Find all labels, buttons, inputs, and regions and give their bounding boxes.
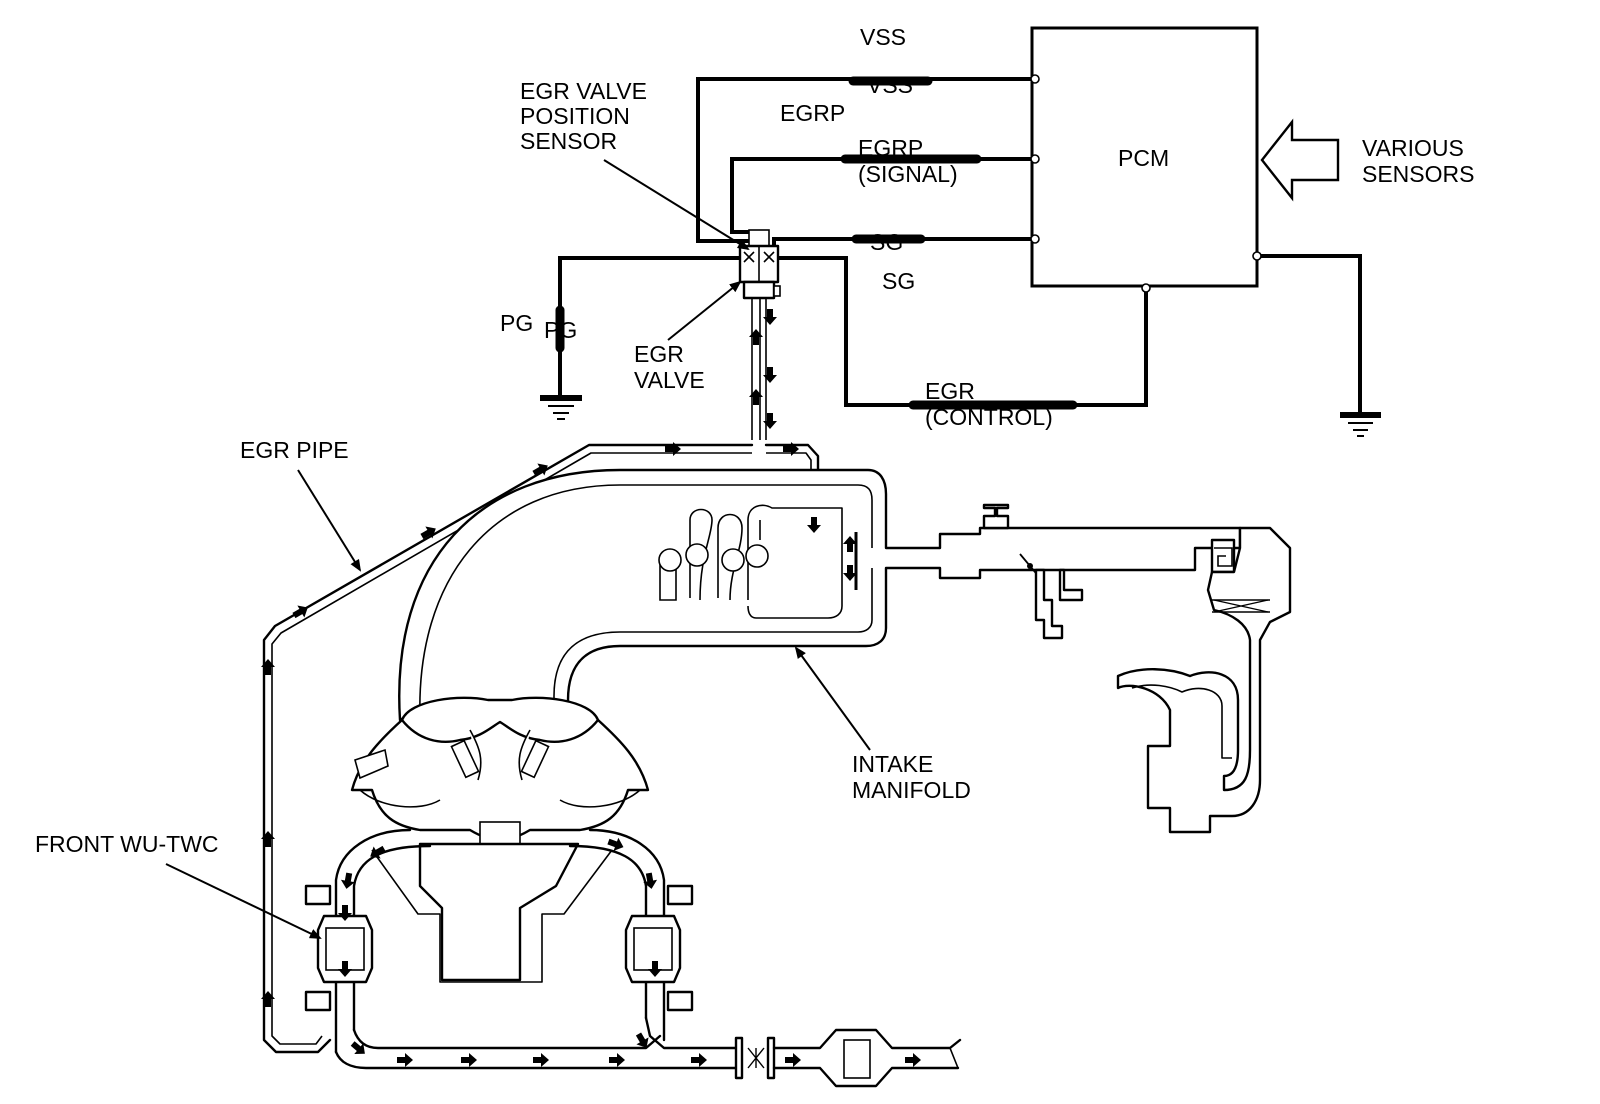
egr-position-sensor-label-3: SENSOR bbox=[520, 128, 617, 154]
egr-control-terminal bbox=[1141, 283, 1151, 293]
intake-plenum-inner bbox=[419, 484, 873, 719]
egrp-wire-label: EGRP bbox=[858, 135, 923, 161]
intake-manifold-label-2: MANIFOLD bbox=[852, 777, 971, 803]
egr-position-sensor-leader bbox=[603, 159, 750, 251]
egr-valve-label-1: EGR bbox=[634, 341, 684, 367]
front-wu-twc-leader bbox=[165, 863, 322, 939]
sg-terminal bbox=[1030, 234, 1040, 244]
vss-terminal bbox=[1030, 74, 1040, 84]
front-wu-twc-label: FRONT WU-TWC bbox=[35, 831, 219, 857]
egr-control-wire bbox=[778, 256, 1148, 407]
egr-position-sensor-label-1: EGR VALVE bbox=[520, 78, 647, 104]
intake-manifold-label-1: INTAKE bbox=[852, 751, 933, 777]
engine-block bbox=[350, 696, 650, 983]
pg-wire-label: PG bbox=[544, 317, 577, 343]
pcm-label: PCM bbox=[1118, 145, 1169, 171]
vss-top-label: VSS bbox=[860, 24, 906, 50]
egr-position-sensor-label-2: POSITION bbox=[520, 103, 630, 129]
various-sensors-arrow bbox=[1260, 118, 1340, 202]
intake-runners bbox=[658, 504, 843, 619]
air-cleaner bbox=[1116, 526, 1292, 834]
egr-valve-passage bbox=[751, 298, 767, 440]
egr-valve-leader bbox=[667, 280, 742, 341]
intake-manifold-leader bbox=[794, 646, 871, 751]
various-sensors-label-1: VARIOUS bbox=[1362, 135, 1464, 161]
egrp-top-label: EGRP bbox=[780, 100, 845, 126]
egrp-signal-label: (SIGNAL) bbox=[858, 161, 958, 187]
egr-valve bbox=[738, 229, 781, 300]
egr-pipe-label: EGR PIPE bbox=[240, 437, 349, 463]
egr-valve-label-2: VALVE bbox=[634, 367, 705, 393]
pg-ground-icon bbox=[540, 395, 582, 420]
egr-control-label-1: EGR bbox=[925, 378, 975, 404]
exhaust-system bbox=[304, 828, 962, 1088]
various-sensors-label-2: SENSORS bbox=[1362, 161, 1474, 187]
pcm-ground-wire bbox=[1257, 254, 1362, 415]
pcm-ground-terminal bbox=[1252, 251, 1262, 261]
sg-wire-label: SG bbox=[870, 229, 903, 255]
egrp-terminal bbox=[1030, 154, 1040, 164]
egr-control-label-2: (CONTROL) bbox=[925, 404, 1053, 430]
pg-left-label: PG bbox=[500, 310, 533, 336]
throttle-body bbox=[982, 503, 1236, 640]
pcm-ground-icon bbox=[1340, 412, 1381, 437]
pcm-box bbox=[1030, 26, 1259, 288]
vss-wire-label: VSS bbox=[867, 72, 913, 98]
egr-pipe-leader bbox=[297, 469, 362, 572]
sg-bottom-label: SG bbox=[882, 268, 915, 294]
